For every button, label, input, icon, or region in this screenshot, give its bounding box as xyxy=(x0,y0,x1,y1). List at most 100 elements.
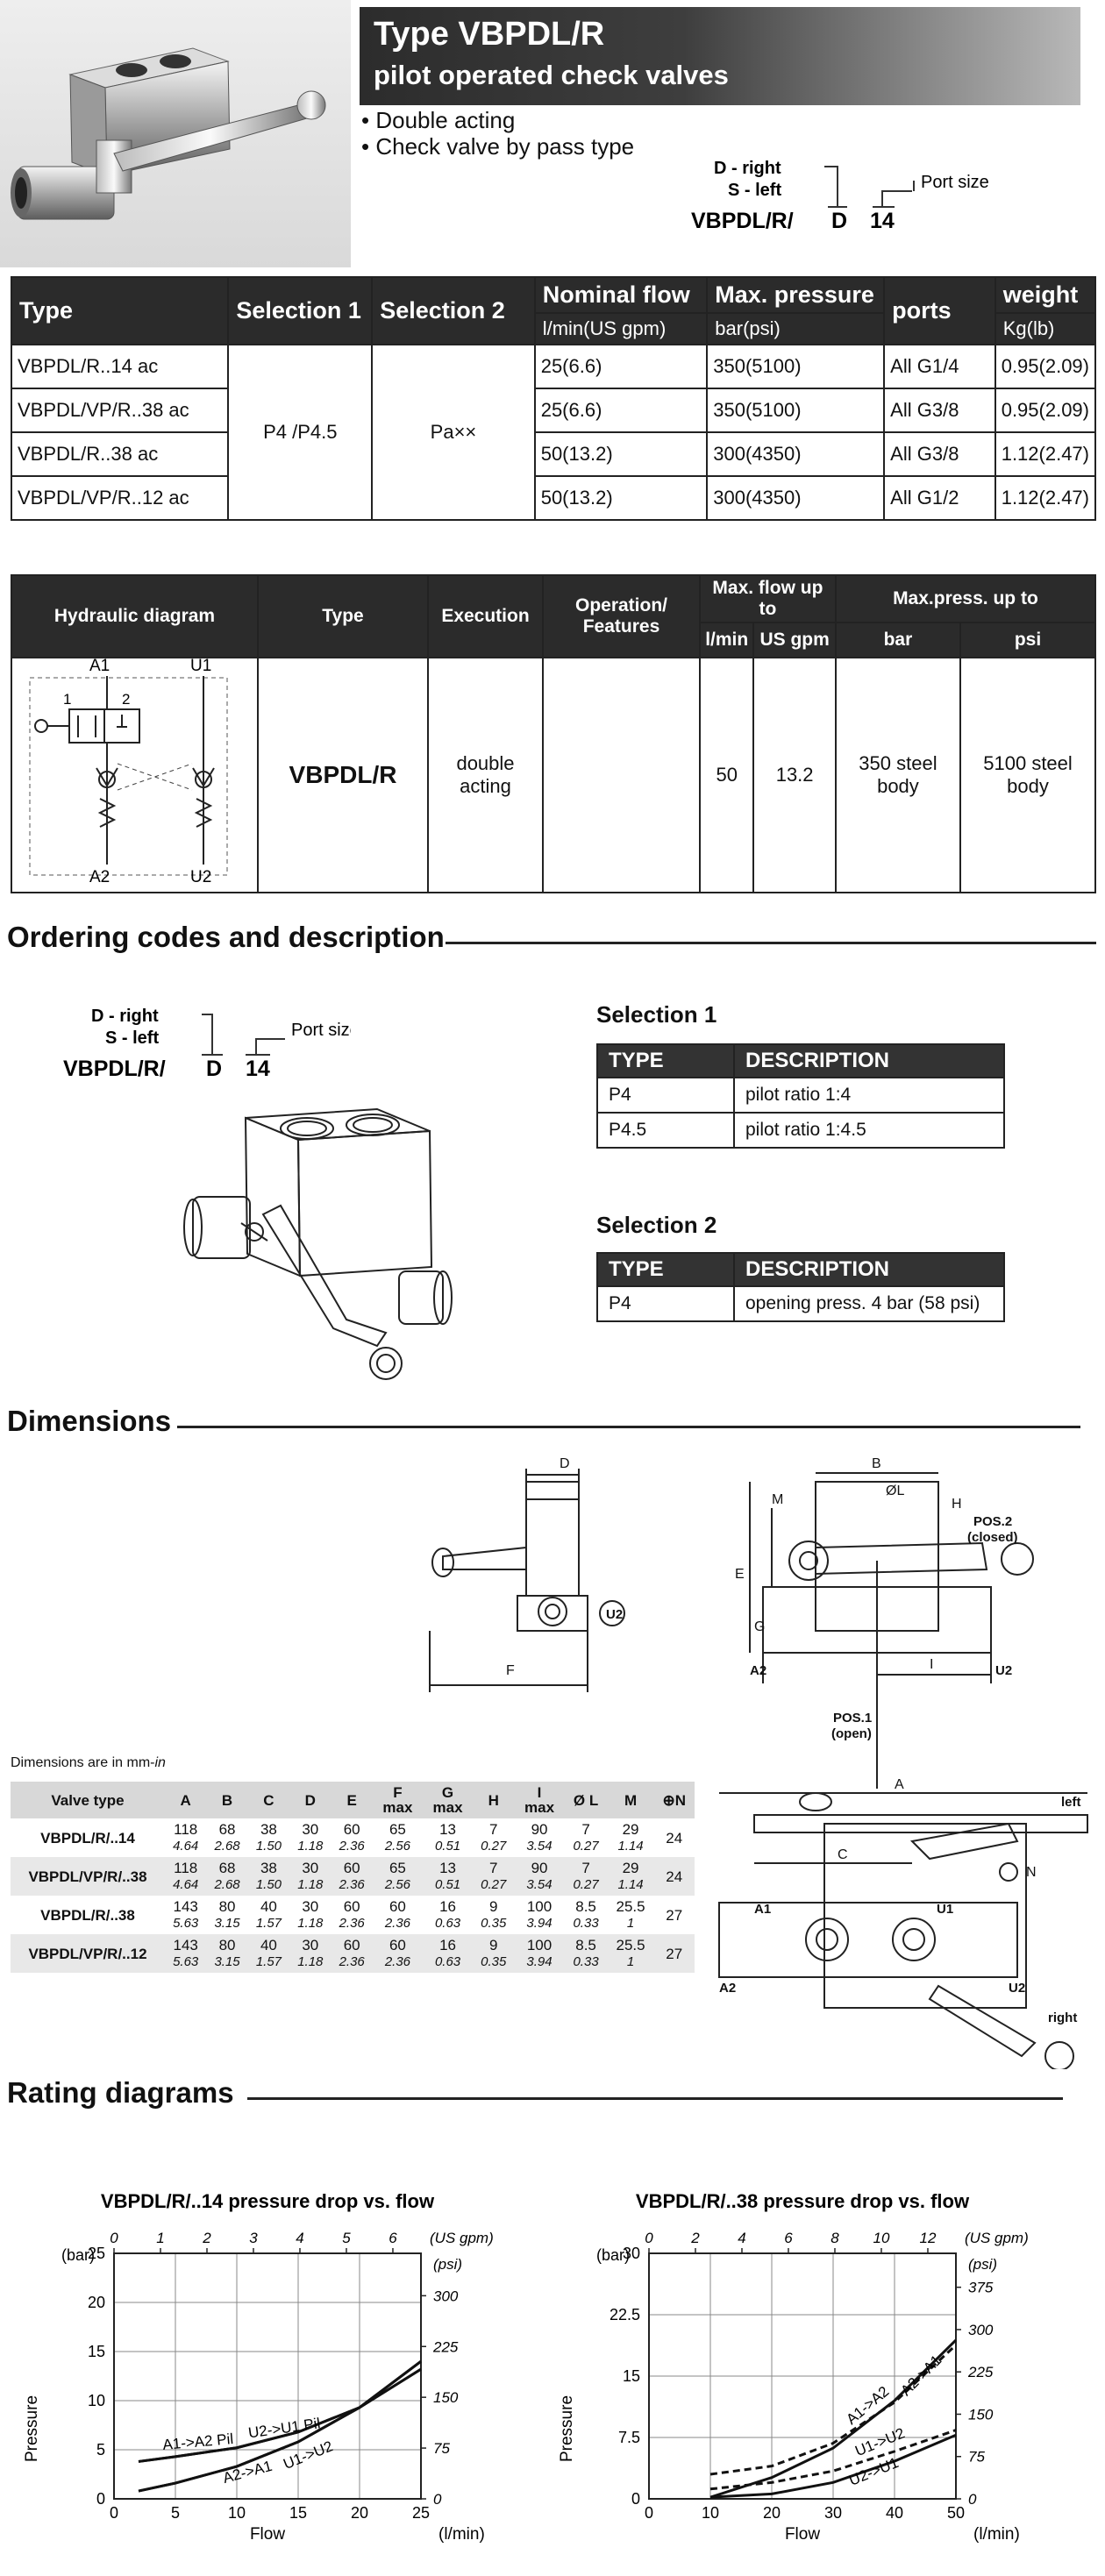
cell-weight: 1.12(2.47) xyxy=(994,431,1097,477)
code-size: 14 xyxy=(870,209,895,233)
x-tick-label: 25 xyxy=(412,2504,430,2522)
selection1-title: Selection 1 xyxy=(596,1001,717,1028)
y-tick-label: 15 xyxy=(623,2367,640,2385)
y2-tick-label: 150 xyxy=(433,2389,459,2406)
col-selection2: Selection 2 xyxy=(371,276,536,345)
cell-flow: 25(6.6) xyxy=(533,388,709,433)
col-type: Type xyxy=(257,574,429,658)
y2-unit-label: (psi) xyxy=(968,2256,997,2273)
col-psi: psi xyxy=(959,622,1096,658)
col-lmin: l/min xyxy=(698,622,755,658)
cell-flow: 50(13.2) xyxy=(533,475,709,521)
cell-type: VBPDL/VP/R..38 ac xyxy=(10,388,230,433)
code-d: D xyxy=(206,1057,222,1081)
y-tick-label: 7.5 xyxy=(618,2429,640,2446)
cell-weight: 0.95(2.09) xyxy=(994,344,1097,389)
col-execution: Execution xyxy=(427,574,544,658)
col-operation: Operation/ Features xyxy=(542,574,701,658)
dimension-drawings: D F U2 B ØL H M E G I A2 U2 POS.2 (close… xyxy=(429,1456,1088,2069)
y2-tick-label: 300 xyxy=(433,2288,459,2304)
table-row: A1 U1 A2 U2 1 2 xyxy=(11,657,1096,893)
col-description: DESCRIPTION xyxy=(733,1043,1005,1078)
dim-b-label: B xyxy=(872,1456,881,1471)
table-row: VBPDL/R..38 ac 50(13.2) 300(4350) All G3… xyxy=(10,431,1097,477)
cell-execution: double acting xyxy=(427,657,544,893)
x-tick-label: 30 xyxy=(824,2504,842,2522)
series-label: U1->U2 xyxy=(281,2437,335,2473)
col-max-flow: Max. flow up to xyxy=(699,574,837,623)
dim-g-label: G xyxy=(754,1619,765,1634)
page-title: Type VBPDL/R xyxy=(374,16,605,53)
x2-tick-label: 5 xyxy=(342,2230,351,2246)
valve-photo-drawing xyxy=(11,47,326,220)
code-d-label: D - right xyxy=(91,1007,159,1026)
x2-tick-label: 6 xyxy=(784,2230,793,2246)
cell-press: 300(4350) xyxy=(706,475,886,521)
cell-ports: All G1/4 xyxy=(883,344,996,389)
port-u1-label: U1 xyxy=(190,658,211,675)
code-d: D xyxy=(831,209,847,233)
y2-tick-label: 375 xyxy=(968,2280,994,2296)
dim-c-label: C xyxy=(838,1847,848,1862)
pos2-closed-label: (closed) xyxy=(967,1530,1018,1545)
x-tick-label: 10 xyxy=(228,2504,246,2522)
chart-title: VBPDL/R/..38 pressure drop vs. flow xyxy=(636,2190,970,2212)
cell-lmin: 50 xyxy=(698,657,755,893)
dim-col-header: M xyxy=(607,1782,654,1818)
x2-tick-label: 3 xyxy=(249,2230,258,2246)
x-unit-label: (l/min) xyxy=(438,2525,485,2544)
x-tick-label: 10 xyxy=(702,2504,719,2522)
port-a2-label: A2 xyxy=(719,1981,736,1996)
y-axis-label: Pressure xyxy=(23,2395,41,2462)
pos1-label: POS.1 xyxy=(833,1711,872,1726)
series-line xyxy=(709,2429,957,2491)
plot-frame xyxy=(113,2252,422,2500)
cell-type: VBPDL/R..38 ac xyxy=(10,431,230,477)
cell-valve-type: VBPDL/VP/R/..12 xyxy=(11,1934,165,1973)
x2-tick-label: 4 xyxy=(738,2230,745,2246)
dim-col-header: A xyxy=(165,1782,207,1818)
series-line xyxy=(138,2360,422,2493)
col-usgpm: US gpm xyxy=(752,622,837,658)
cell-ports: All G1/2 xyxy=(883,475,996,521)
col-max-press: Max.press. up to xyxy=(834,574,1097,623)
col-flow-unit: l/min(US gpm) xyxy=(533,312,709,345)
order-code-figure: D - right S - left VBPDL/R/ D 14 Port si… xyxy=(63,1007,351,1081)
code-port-size: Port size xyxy=(921,173,989,192)
x2-unit-label: (US gpm) xyxy=(965,2230,1029,2246)
code-d-label: D - right xyxy=(714,159,781,178)
dim-col-header: B xyxy=(206,1782,248,1818)
x2-tick-label: 2 xyxy=(202,2230,211,2246)
port-u2-label: U2 xyxy=(606,1607,623,1622)
y2-tick-label: 300 xyxy=(968,2322,994,2338)
dimensions-note-unit: in xyxy=(154,1755,166,1770)
x-tick-label: 15 xyxy=(289,2504,307,2522)
feature-bullet: Double acting xyxy=(361,107,634,133)
cell-press: 350(5100) xyxy=(706,388,886,433)
dim-col-header: ⊕N xyxy=(653,1782,695,1818)
x2-tick-label: 0 xyxy=(110,2230,118,2246)
hydraulic-table: Hydraulic diagram Type Execution Operati… xyxy=(11,574,1097,893)
cell-press: 300(4350) xyxy=(706,431,886,477)
section-divider xyxy=(247,2097,1063,2100)
x-tick-label: 20 xyxy=(763,2504,781,2522)
y2-tick-label: 225 xyxy=(432,2338,459,2355)
y-tick-label: 25 xyxy=(88,2245,105,2262)
